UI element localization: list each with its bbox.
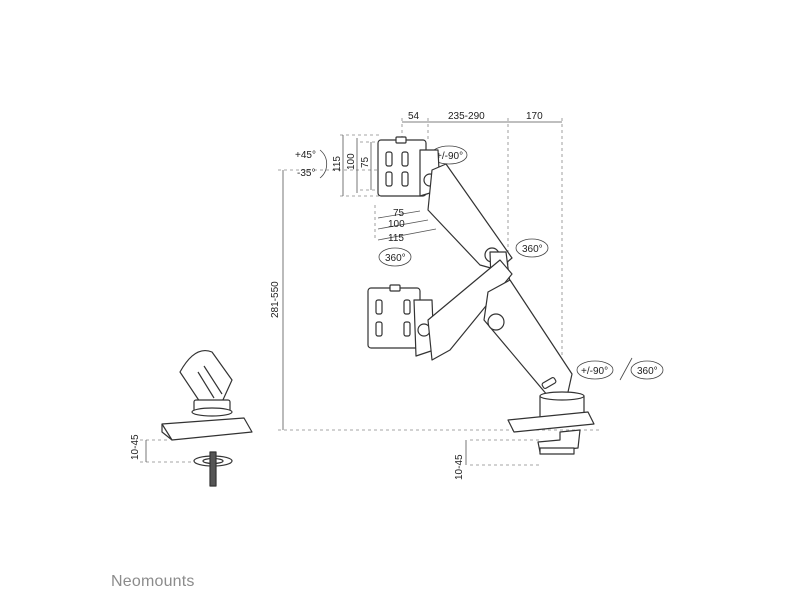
grommet-threaded-rod bbox=[209, 451, 217, 487]
swivel-mid-label: 360° bbox=[522, 244, 543, 255]
separator-slash bbox=[619, 357, 633, 381]
grommet-base-plate bbox=[161, 417, 253, 441]
tilt-arc-icon bbox=[319, 149, 328, 179]
gas-spring-arm bbox=[483, 279, 573, 397]
dim-115-horizontal-label: 115 bbox=[388, 233, 404, 244]
base-pole-cap bbox=[539, 391, 585, 401]
monitor-arm-drawing bbox=[367, 136, 595, 455]
dim-170-label: 170 bbox=[526, 111, 543, 122]
clamp-right-range-label: 10-45 bbox=[454, 454, 465, 480]
grommet-mount-detail bbox=[161, 350, 253, 487]
forearm-lowered bbox=[427, 259, 513, 361]
swivel-base-ellipse-icon bbox=[630, 360, 664, 380]
swivel-mid-ellipse-icon bbox=[515, 238, 549, 258]
dim-235-290-label: 235-290 bbox=[448, 111, 485, 122]
arm-joint-icon bbox=[487, 313, 505, 331]
dimension-lines bbox=[145, 121, 562, 465]
tilt-down-label: -35° bbox=[297, 168, 315, 179]
dim-75-vertical-label: 75 bbox=[360, 156, 371, 168]
swivel-base-label: 360° bbox=[637, 366, 658, 377]
tilt-up-label: +45° bbox=[295, 150, 316, 161]
dim-281-550-label: 281-550 bbox=[270, 281, 281, 318]
clamp-foot bbox=[539, 447, 575, 455]
rotate-head-label: +/-90° bbox=[436, 151, 463, 162]
rotate-base-ellipse-icon bbox=[576, 360, 614, 380]
rotate-base-label: +/-90° bbox=[581, 366, 608, 377]
vesa-plate-upper-icon bbox=[377, 136, 427, 197]
arm-slot bbox=[541, 377, 557, 389]
dim-54-label: 54 bbox=[408, 111, 420, 122]
clamp-left-range-label: 10-45 bbox=[130, 434, 141, 460]
dim-100-horizontal-label: 100 bbox=[388, 219, 405, 230]
vesa-plate-lower-icon bbox=[367, 284, 421, 349]
base-plate bbox=[507, 411, 595, 433]
grommet-arm-section bbox=[179, 350, 233, 403]
dim-75-horizontal-label: 75 bbox=[393, 208, 405, 219]
dim-115-vertical-label: 115 bbox=[332, 156, 343, 172]
dim-100-vertical-label: 100 bbox=[346, 153, 357, 170]
swivel-head-ellipse-icon bbox=[378, 247, 412, 267]
brand-logo: Neomounts bbox=[111, 573, 195, 590]
dimension-labels: 54 235-290 170 281-550 115 100 75 75 100… bbox=[130, 111, 543, 480]
swivel-head-label: 360° bbox=[385, 253, 406, 264]
angle-indicators: +45° -35° +/-90° 360° 360° +/-90° 360° bbox=[295, 145, 664, 381]
